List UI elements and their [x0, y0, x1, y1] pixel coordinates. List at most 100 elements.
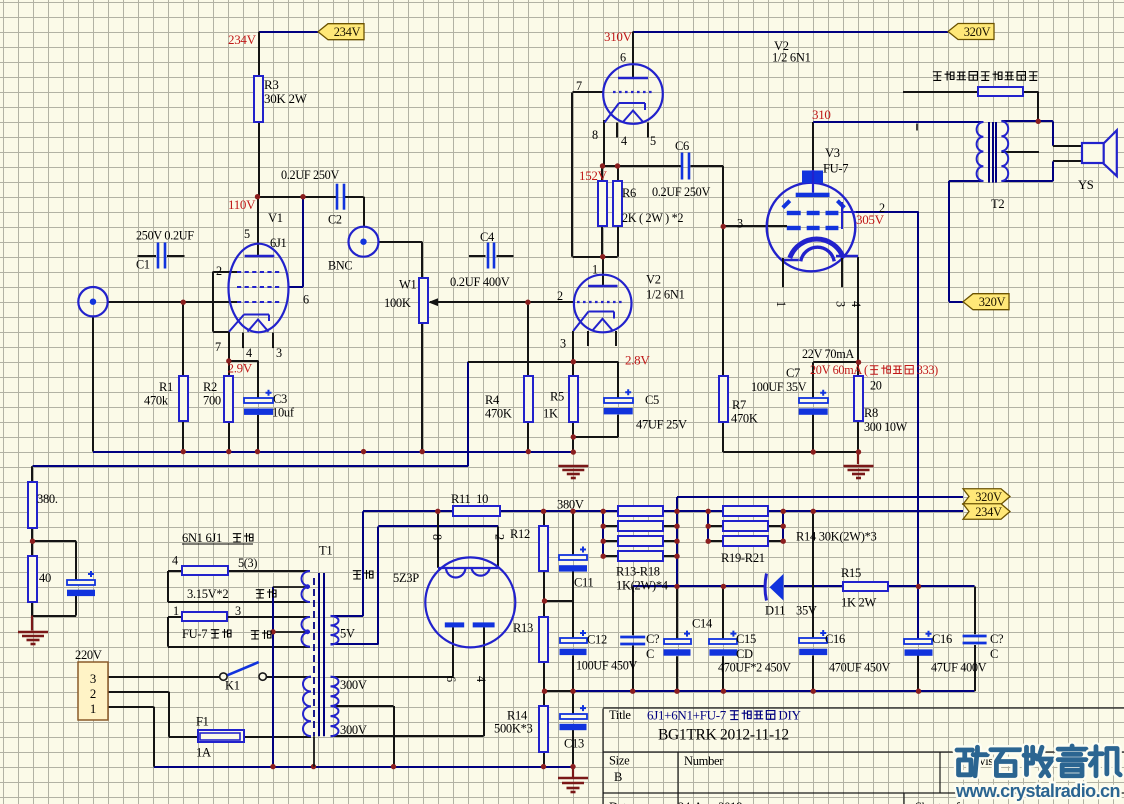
svg-text:6: 6: [444, 676, 458, 682]
svg-text:R1: R1: [159, 380, 173, 394]
svg-text:Title: Title: [609, 708, 631, 722]
svg-text:110V: 110V: [228, 197, 256, 212]
svg-text:2.8V: 2.8V: [625, 353, 650, 368]
svg-text:6: 6: [303, 293, 309, 307]
svg-text:2: 2: [216, 264, 222, 278]
svg-text:5(3): 5(3): [238, 556, 257, 570]
svg-text:V3: V3: [825, 146, 840, 160]
svg-text:6N1 6J1: 6N1 6J1: [182, 531, 222, 545]
svg-text:7: 7: [215, 340, 221, 354]
svg-text:R11 10: R11 10: [451, 492, 488, 506]
svg-text:D11: D11: [765, 604, 785, 618]
svg-text:Number: Number: [684, 754, 724, 768]
svg-text:C11: C11: [574, 576, 594, 590]
svg-text:6J1: 6J1: [270, 236, 287, 250]
svg-text:R14 30K(2W)*3: R14 30K(2W)*3: [796, 530, 877, 544]
svg-text:3: 3: [90, 672, 96, 686]
svg-text:1: 1: [774, 301, 788, 307]
svg-text:3: 3: [737, 217, 743, 231]
svg-text:6: 6: [620, 51, 626, 65]
svg-text:B: B: [614, 770, 622, 784]
svg-text:20V 60mA (: 20V 60mA (: [810, 363, 868, 377]
svg-text:2: 2: [879, 201, 885, 215]
svg-text:T1: T1: [319, 544, 332, 558]
svg-text:300 10W: 300 10W: [864, 420, 908, 434]
svg-text:C15: C15: [736, 632, 756, 646]
svg-text:1A: 1A: [196, 746, 211, 760]
svg-text:2: 2: [90, 687, 96, 701]
svg-text:1K(2W)*4: 1K(2W)*4: [616, 579, 669, 593]
svg-text:C14: C14: [692, 617, 713, 631]
svg-text:5: 5: [244, 227, 250, 241]
svg-text:R15: R15: [841, 566, 861, 580]
svg-text:1/2 6N1: 1/2 6N1: [772, 51, 811, 65]
svg-text:234V: 234V: [975, 505, 1002, 519]
svg-text:1: 1: [592, 263, 598, 277]
svg-text:470k: 470k: [144, 394, 169, 408]
svg-text:R19-R21: R19-R21: [721, 551, 765, 565]
svg-text:500K*3: 500K*3: [494, 722, 533, 736]
svg-text:FU-7: FU-7: [823, 162, 848, 176]
svg-text:V2: V2: [774, 39, 789, 53]
svg-text:6J1+6N1+FU-7: 6J1+6N1+FU-7: [647, 708, 727, 723]
svg-text:R7: R7: [732, 398, 746, 412]
svg-text:30K 2W: 30K 2W: [264, 91, 308, 106]
svg-text:333): 333): [917, 363, 938, 377]
svg-text:470K: 470K: [485, 407, 512, 421]
svg-text:C6: C6: [675, 139, 689, 153]
svg-text:320V: 320V: [975, 490, 1002, 504]
svg-text:R6: R6: [622, 186, 636, 200]
svg-text:5V: 5V: [340, 627, 355, 641]
svg-text:380V: 380V: [557, 498, 584, 512]
svg-text:24-Aug-2018: 24-Aug-2018: [678, 800, 742, 804]
svg-text:FU-7: FU-7: [182, 627, 207, 641]
svg-text:40: 40: [39, 571, 51, 585]
svg-text:CD: CD: [736, 647, 753, 661]
svg-text:K1: K1: [225, 679, 240, 693]
svg-text:Sheet of: Sheet of: [915, 800, 961, 804]
svg-text:3: 3: [235, 604, 241, 618]
svg-text:3: 3: [560, 337, 566, 351]
svg-text:470UF*2 450V: 470UF*2 450V: [718, 661, 791, 675]
svg-text:DIY: DIY: [778, 708, 801, 723]
svg-text:8: 8: [430, 534, 444, 540]
svg-text:234V: 234V: [334, 25, 361, 39]
svg-text:www.crystalradio.cn: www.crystalradio.cn: [955, 781, 1120, 801]
svg-text:305V: 305V: [856, 212, 885, 227]
svg-text:0.2UF 250V: 0.2UF 250V: [652, 185, 710, 199]
svg-text:C: C: [990, 647, 998, 661]
svg-text:C5: C5: [645, 393, 659, 407]
svg-text:R3: R3: [264, 77, 279, 92]
svg-text:C7: C7: [786, 366, 800, 380]
svg-text:4: 4: [246, 346, 252, 360]
svg-text:1/2 6N1: 1/2 6N1: [646, 288, 685, 302]
svg-text:YS: YS: [1078, 178, 1094, 192]
svg-text:320V: 320V: [979, 295, 1006, 309]
svg-text:1K 2W: 1K 2W: [841, 596, 876, 610]
svg-text:BNC: BNC: [328, 259, 352, 273]
svg-text:300V: 300V: [340, 678, 367, 692]
svg-text:4: 4: [474, 676, 488, 682]
svg-text:250V 0.2UF: 250V 0.2UF: [136, 229, 194, 243]
svg-text:100K: 100K: [384, 296, 411, 310]
svg-text:BG1TRK 2012-11-12: BG1TRK 2012-11-12: [658, 727, 789, 744]
svg-text:470UF 450V: 470UF 450V: [829, 661, 890, 675]
svg-text:22V 70mA: 22V 70mA: [802, 347, 854, 361]
svg-text:R13-R18: R13-R18: [616, 565, 660, 579]
svg-text:R12: R12: [510, 527, 530, 541]
svg-text:320V: 320V: [964, 25, 991, 39]
svg-text:47UF 25V: 47UF 25V: [636, 418, 687, 432]
svg-text:7: 7: [576, 79, 582, 93]
svg-text:F1: F1: [196, 715, 209, 729]
svg-text:Date: Date: [609, 800, 632, 804]
svg-text:380.: 380.: [37, 492, 58, 506]
svg-text:310V: 310V: [604, 29, 633, 44]
svg-text:3: 3: [276, 346, 282, 360]
svg-text:4: 4: [172, 554, 178, 568]
svg-text:220V: 220V: [75, 648, 102, 662]
svg-text:C: C: [646, 647, 654, 661]
svg-text:V2: V2: [646, 273, 661, 287]
svg-text:300V: 300V: [340, 723, 367, 737]
svg-text:2: 2: [557, 289, 563, 303]
svg-text:0.2UF 250V: 0.2UF 250V: [281, 168, 339, 182]
